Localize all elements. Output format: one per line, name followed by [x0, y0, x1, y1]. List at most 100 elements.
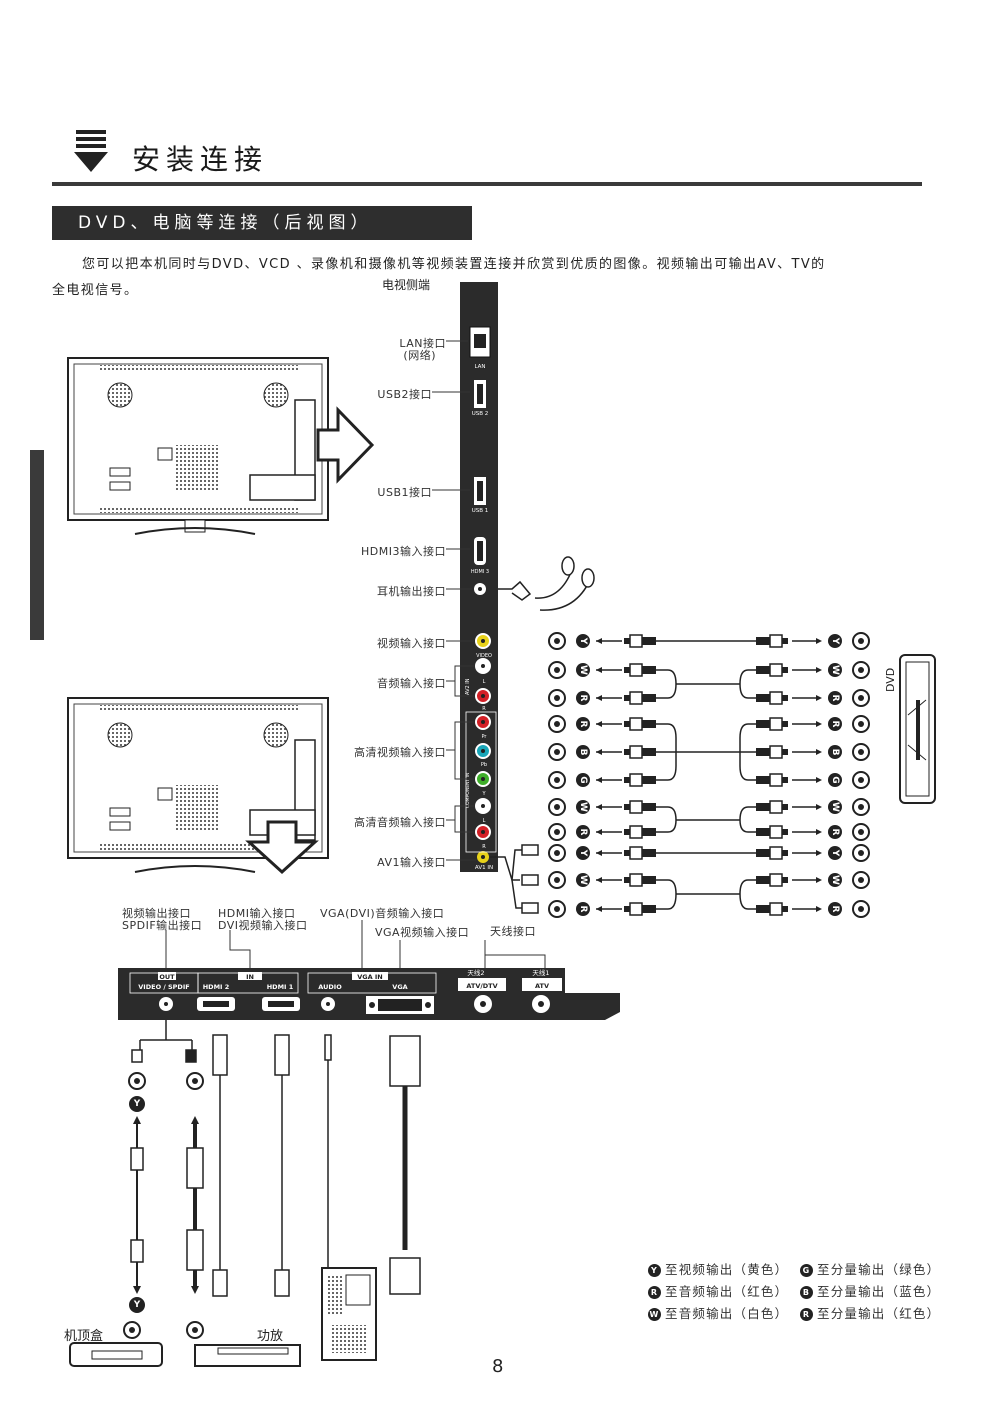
tv-rear-view-bottom	[67, 697, 329, 873]
label-video-in: 视频输入接口	[377, 637, 446, 650]
antenna2-label: ATV/DTV	[466, 982, 497, 990]
antenna1-name: 天线1	[532, 968, 549, 977]
rca-cable	[656, 640, 756, 910]
port-caption-y: Y	[481, 791, 486, 797]
label-av1-in: AV1输入接口	[377, 856, 446, 869]
label-antenna: 天线接口	[490, 925, 536, 938]
antenna2-name: 天线2	[467, 968, 484, 977]
port-caption-av2-r: R	[482, 706, 486, 712]
tv-side-panel: LAN USB 2 USB 1 HDMI 3 VIDEO L R Pr Pb Y…	[460, 282, 498, 872]
legend-text: 至音频输出（红色）	[665, 1284, 789, 1299]
rca-row	[548, 844, 870, 862]
tv-rear-view-top	[67, 357, 329, 535]
arrow-right-icon	[316, 406, 375, 484]
legend-item-5: W 至音频输出（白色）	[648, 1303, 788, 1322]
rca-letter: R	[830, 694, 840, 702]
rca-row	[548, 871, 870, 889]
label-video-out: 视频输出接口	[122, 907, 191, 920]
legend-text: 至音频输出（白色）	[665, 1306, 789, 1321]
menu-arrow-icon	[74, 130, 108, 172]
dvd-label: DVD	[884, 668, 897, 692]
hdmi2-label: HDMI 2	[203, 983, 230, 991]
port-caption-pr: Pr	[482, 734, 488, 740]
rca-row	[548, 743, 870, 761]
rca-row	[548, 798, 870, 816]
section-title: DVD、电脑等连接（后视图）	[52, 206, 472, 240]
legend-text: 至分量输出（绿色）	[817, 1262, 941, 1277]
label-hd-video-in: 高清视频输入接口	[354, 746, 446, 759]
label-usb1: USB1接口	[377, 486, 432, 499]
rca-letter: Y	[830, 637, 840, 645]
label-vga-video-in: VGA视频输入接口	[375, 926, 470, 939]
label-hd-audio-in: 高清音频输入接口	[354, 816, 446, 829]
port-caption-component: COMPONENT IN	[465, 773, 471, 808]
rca-row	[548, 771, 870, 789]
rca-letter: R	[578, 720, 588, 728]
arrow-down-icon	[245, 820, 319, 875]
port-caption-av2-l: L	[483, 679, 486, 685]
rca-row	[548, 715, 870, 733]
legend-badge: R	[648, 1286, 661, 1299]
rca-row	[548, 661, 870, 679]
rca-letter: W	[830, 802, 840, 812]
vga-label: VGA	[392, 983, 407, 991]
rca-letter: W	[578, 802, 588, 812]
rca-letter: Y	[133, 1300, 141, 1310]
intro-line-1: 您可以把本机同时与DVD、VCD 、录像机和摄像机等视频装置连接并欣赏到优质的图…	[82, 257, 826, 272]
port-caption-comp-l: L	[483, 818, 486, 824]
label-amplifier: 功放	[257, 1329, 284, 1344]
rca-letter: W	[578, 665, 588, 675]
group-vga-label: VGA IN	[357, 973, 383, 981]
rca-letter: Y	[830, 849, 840, 857]
group-in-label: IN	[246, 973, 254, 981]
port-caption-video: VIDEO	[476, 653, 492, 659]
rca-letter: R	[830, 905, 840, 913]
label-lan: LAN接口	[399, 337, 446, 350]
bottom-leader-lines	[165, 920, 546, 968]
computer-icon	[321, 1267, 377, 1361]
legend-text: 至视频输出（黄色）	[665, 1262, 789, 1277]
rca-letter: W	[578, 875, 588, 885]
headphones-icon	[498, 556, 595, 611]
rca-letter: R	[578, 905, 588, 913]
page-number: 8	[492, 1356, 504, 1377]
port-caption-usb2: USB 2	[472, 411, 489, 417]
av1-cable	[490, 844, 539, 914]
audio-label: AUDIO	[318, 983, 342, 991]
rca-row	[548, 823, 870, 841]
side-panel-title: 电视侧端	[382, 278, 431, 292]
leader-lines	[432, 340, 476, 861]
rca-letter: G	[830, 776, 840, 784]
group-out-label: OUT	[159, 973, 175, 981]
legend-badge: B	[800, 1286, 813, 1299]
page-title: 安装连接	[132, 143, 269, 176]
rca-row	[548, 900, 870, 918]
rca-letter: Y	[133, 1099, 141, 1109]
legend-badge: G	[800, 1264, 813, 1277]
port-caption-pb: Pb	[481, 762, 487, 768]
rca-letter: Y	[578, 849, 588, 857]
intro-paragraph: 您可以把本机同时与DVD、VCD 、录像机和摄像机等视频装置连接并欣赏到优质的图…	[52, 252, 912, 304]
label-lan-network: (网络)	[403, 349, 436, 362]
legend-item-4: B 至分量输出（蓝色）	[800, 1281, 940, 1300]
label-spdif-out: SPDIF输出接口	[122, 919, 203, 932]
side-tab	[30, 450, 44, 640]
rca-letter: R	[830, 720, 840, 728]
legend-text: 至分量输出（红色）	[817, 1306, 941, 1321]
intro-line-2: 全电视信号。	[52, 283, 139, 298]
label-usb2: USB2接口	[377, 388, 432, 401]
label-audio-in: 音频输入接口	[377, 677, 446, 690]
dvd-player-icon	[899, 654, 936, 804]
legend-text: 至分量输出（蓝色）	[817, 1284, 941, 1299]
label-dvi-video-in: DVI视频输入接口	[218, 919, 308, 932]
label-vga-audio-in: VGA(DVI)音频输入接口	[320, 907, 445, 920]
label-hdmi3: HDMI3输入接口	[361, 545, 446, 558]
legend-badge: W	[648, 1308, 661, 1321]
label-headphone: 耳机输出接口	[377, 585, 446, 598]
rca-letter: B	[578, 748, 588, 756]
rca-row	[548, 689, 870, 707]
rca-letter: R	[578, 694, 588, 702]
legend-badge: Y	[648, 1264, 661, 1277]
